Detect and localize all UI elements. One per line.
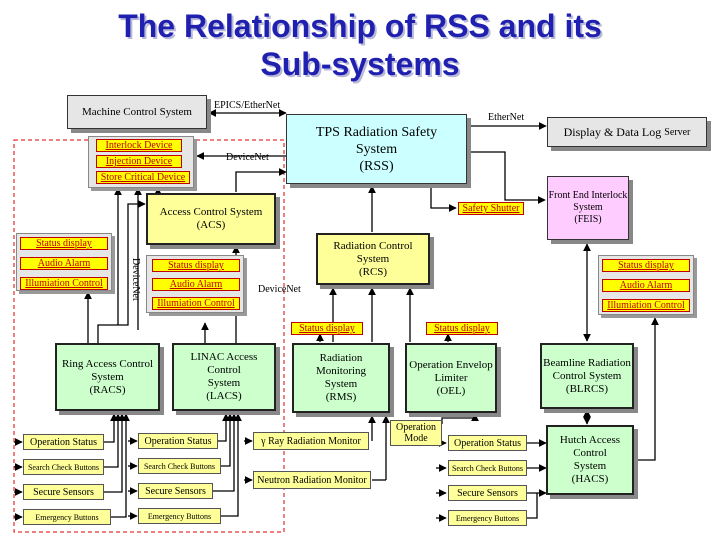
hacs-box: Hutch Access Control System (HACS) bbox=[546, 425, 634, 495]
racs-line1: Ring Access Control bbox=[61, 357, 154, 370]
devicenet-right-label: DeviceNet bbox=[258, 284, 301, 295]
feis-line3: (FEIS) bbox=[574, 214, 602, 225]
rcs-line1: Radiation Control System bbox=[333, 239, 413, 265]
devicenet-top-label: DeviceNet bbox=[226, 152, 269, 163]
feis-box: Front End Interlock System (FEIS) bbox=[547, 176, 629, 240]
hacs-line3: (HACS) bbox=[571, 473, 609, 485]
racs-search-check-buttons: Search Check Buttons bbox=[23, 459, 104, 475]
machine-control-label: Machine Control System bbox=[82, 105, 192, 118]
racs-illumination-control: Illumiation Control bbox=[20, 277, 108, 290]
gamma-ray-radiation-monitor: γ Ray Radiation Monitor bbox=[253, 432, 369, 450]
operation-mode-box: Operation Mode bbox=[390, 420, 442, 446]
racs-status-display: Status display bbox=[20, 237, 108, 250]
display-log-suffix: Server bbox=[664, 126, 691, 138]
racs-audio-alarm: Audio Alarm bbox=[20, 257, 108, 270]
blrcs-line3: (BLRCS) bbox=[565, 382, 609, 395]
lacs-line1: LINAC Access Control bbox=[190, 351, 258, 376]
racs-secure-sensors: Secure Sensors bbox=[23, 484, 104, 500]
oel-box: Operation Envelop Limiter (OEL) bbox=[405, 343, 497, 413]
acs-line2: (ACS) bbox=[196, 219, 226, 231]
tps-line2: System bbox=[355, 141, 398, 157]
display-log-label: Display & Data Log bbox=[563, 124, 662, 139]
hacs-illumination-control: Illumiation Control bbox=[602, 299, 690, 312]
lacs-line3: (LACS) bbox=[206, 390, 242, 402]
devicenet-vertical-label: DeviceNet bbox=[130, 258, 141, 301]
hacs-secure-sensors: Secure Sensors bbox=[448, 485, 527, 501]
hacs-line2: System bbox=[573, 460, 607, 472]
rcs-line2: (RCS) bbox=[358, 265, 388, 278]
ethernet-label: EtherNet bbox=[488, 112, 525, 123]
rms-line3: (RMS) bbox=[325, 391, 357, 403]
racs-emergency-buttons: Emergency Buttons bbox=[23, 509, 111, 525]
page-subtitle: Sub-systems bbox=[260, 46, 460, 82]
operation-mode-line1: Operation bbox=[396, 422, 436, 433]
racs-box: Ring Access Control System (RACS) bbox=[55, 343, 160, 411]
hacs-emergency-buttons: Emergency Buttons bbox=[448, 510, 527, 526]
lacs-line2: System bbox=[207, 377, 241, 389]
tps-line1: TPS Radiation Safety bbox=[315, 124, 438, 140]
lacs-audio-alarm: Audio Alarm bbox=[152, 278, 240, 291]
epics-ethernet-label: EPICS/EtherNet bbox=[214, 100, 281, 111]
rms-box: Radiation Monitoring System (RMS) bbox=[292, 343, 390, 413]
machine-control-system-box: Machine Control System bbox=[67, 95, 207, 129]
feis-line1: Front End Interlock bbox=[548, 190, 628, 201]
acs-box: Access Control System (ACS) bbox=[146, 193, 276, 245]
oel-line3: (OEL) bbox=[436, 384, 466, 397]
acs-line1: Access Control System bbox=[159, 206, 263, 218]
lacs-status-display: Status display bbox=[152, 259, 240, 272]
racs-operation-status: Operation Status bbox=[23, 434, 104, 450]
lacs-illumination-control: Illumiation Control bbox=[152, 297, 240, 310]
oel-status-display: Status display bbox=[426, 322, 498, 335]
hacs-line1: Hutch Access Control bbox=[559, 434, 621, 459]
injection-device-label: Injection Device bbox=[96, 155, 182, 168]
lacs-box: LINAC Access Control System (LACS) bbox=[172, 343, 276, 411]
rms-line2: System bbox=[324, 378, 358, 390]
tps-line3: (RSS) bbox=[359, 158, 394, 174]
racs-line2: System bbox=[91, 370, 124, 383]
blrcs-box: Beamline Radiation Control System (BLRCS… bbox=[540, 343, 634, 409]
hacs-audio-alarm: Audio Alarm bbox=[602, 279, 690, 292]
lacs-emergency-buttons: Emergency Buttons bbox=[138, 508, 221, 524]
safety-shutter-label: Safety Shutter bbox=[458, 202, 524, 215]
interlock-device-label: Interlock Device bbox=[96, 139, 182, 152]
lacs-operation-status: Operation Status bbox=[138, 433, 218, 449]
rcs-box: Radiation Control System (RCS) bbox=[316, 233, 430, 285]
oel-line2: Limiter bbox=[434, 371, 468, 384]
blrcs-line2: Control System bbox=[552, 369, 622, 382]
hacs-search-check-buttons: Search Check Buttons bbox=[448, 460, 527, 476]
rms-status-display: Status display bbox=[291, 322, 363, 335]
rms-line1: Radiation Monitoring bbox=[315, 352, 367, 377]
page-title: The Relationship of RSS and its bbox=[118, 8, 602, 44]
neutron-radiation-monitor: Neutron Radiation Monitor bbox=[253, 471, 371, 489]
racs-line3: (RACS) bbox=[89, 383, 126, 396]
oel-line1: Operation Envelop bbox=[409, 358, 493, 371]
operation-mode-line2: Mode bbox=[404, 433, 428, 444]
store-critical-device-label: Store Critical Device bbox=[96, 171, 190, 184]
lacs-search-check-buttons: Search Check Buttons bbox=[138, 458, 221, 474]
blrcs-line1: Beamline Radiation bbox=[543, 356, 631, 369]
hacs-status-display: Status display bbox=[602, 259, 690, 272]
lacs-secure-sensors: Secure Sensors bbox=[138, 483, 213, 499]
tps-rss-box: TPS Radiation Safety System (RSS) bbox=[286, 114, 467, 184]
display-data-log-server-box: Display & Data Log Server bbox=[547, 117, 707, 147]
hacs-operation-status: Operation Status bbox=[448, 435, 527, 451]
feis-line2: System bbox=[573, 202, 603, 213]
